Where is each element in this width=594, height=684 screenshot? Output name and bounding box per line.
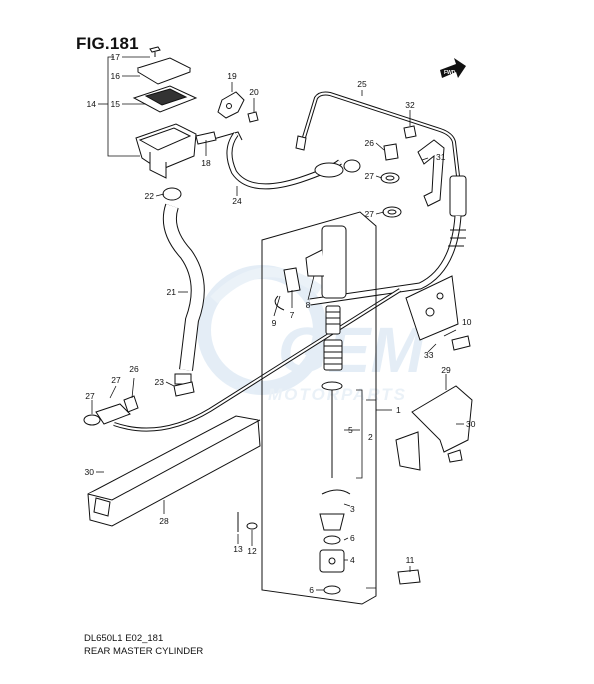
callout-6-upper: 6	[350, 533, 355, 543]
callout-13: 13	[233, 544, 243, 554]
front-arrow-label: FWD	[444, 70, 456, 76]
callout-25: 25	[357, 79, 367, 89]
heel-plate	[405, 275, 459, 341]
callout-6-lower: 6	[309, 585, 314, 595]
brake-pipe	[295, 91, 460, 177]
callout-28: 28	[159, 516, 169, 526]
callout-30-left: 30	[85, 467, 95, 477]
watermark-sub: MOTORPARTS	[268, 385, 407, 404]
figure-title: FIG.181	[76, 34, 139, 53]
assembly-box	[261, 211, 377, 605]
callout-27-upper: 27	[365, 171, 375, 181]
callout-27-middle: 27	[365, 209, 375, 219]
callout-24: 24	[232, 196, 242, 206]
mount-bracket	[217, 91, 259, 123]
callout-31: 31	[436, 152, 446, 162]
watermark-word: GEM	[278, 314, 425, 386]
banjo-bolt-set	[380, 143, 402, 218]
footrest-bracket	[87, 415, 261, 527]
callout-9: 9	[272, 318, 277, 328]
callout-labels: 17 16 15 14 19 20 18 25 32 26 31 27 27 2…	[85, 52, 476, 595]
brake-hose	[195, 131, 361, 190]
callout-27-lower-left: 27	[85, 391, 95, 401]
callout-16: 16	[111, 71, 121, 81]
figure-caption: REAR MASTER CYLINDER	[84, 646, 204, 657]
callout-19: 19	[227, 71, 237, 81]
callout-27-lower-right: 27	[111, 375, 121, 385]
callout-22: 22	[145, 191, 155, 201]
callout-32: 32	[405, 100, 415, 110]
callout-11: 11	[406, 555, 415, 565]
callout-29: 29	[441, 365, 451, 375]
hose-bracket	[403, 125, 445, 207]
callout-30-right: 30	[466, 419, 476, 429]
guard	[395, 385, 473, 471]
callout-10: 10	[462, 317, 472, 327]
callout-23: 23	[155, 377, 165, 387]
callout-5: 5	[348, 425, 353, 435]
reservoir-assembly	[132, 46, 198, 179]
callout-33: 33	[424, 350, 434, 360]
front-arrow-icon: FWD	[440, 58, 466, 78]
callout-26-upper: 26	[365, 138, 375, 148]
reservoir-hose	[162, 187, 205, 397]
callout-21: 21	[167, 287, 177, 297]
leader-lines	[91, 56, 464, 591]
callout-3: 3	[350, 504, 355, 514]
callout-17: 17	[111, 52, 121, 62]
callout-4: 4	[350, 555, 355, 565]
figure-code: DL650L1 E02_181	[84, 633, 164, 644]
master-cylinder-parts	[274, 225, 351, 595]
fasteners	[237, 335, 471, 585]
callout-14: 14	[87, 99, 97, 109]
callout-12: 12	[247, 546, 257, 556]
callout-7: 7	[290, 310, 295, 320]
lower-pipe	[83, 288, 402, 432]
callout-15: 15	[111, 99, 121, 109]
callout-20: 20	[249, 87, 259, 97]
callout-2: 2	[368, 432, 373, 442]
callout-26-lower: 26	[129, 364, 139, 374]
callout-1: 1	[396, 405, 401, 415]
caliper-hose	[309, 175, 467, 306]
callout-8: 8	[306, 300, 311, 310]
callout-18: 18	[201, 158, 211, 168]
